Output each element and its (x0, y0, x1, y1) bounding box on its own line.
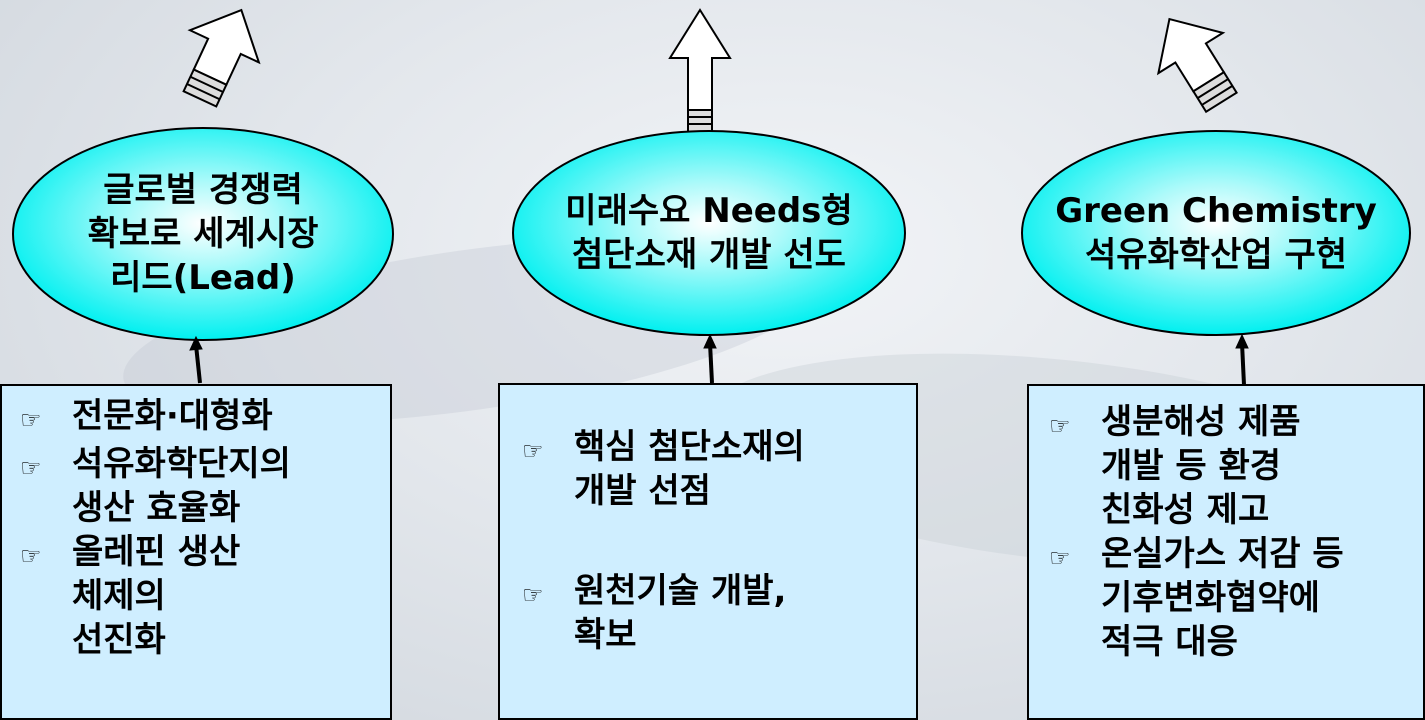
connector-arrow (1235, 333, 1249, 386)
list-item: ☞ 생분해성 제품 개발 등 환경 친화성 제고 (1049, 402, 1301, 530)
list-item: ☞ 핵심 첨단소재의 개발 선점 (522, 427, 805, 511)
goal-label: 미래수요 Needs형 첨단소재 개발 선도 (565, 191, 853, 275)
connector-arrow (703, 333, 717, 384)
goal-label: Green Chemistry 석유화학산업 구현 (1055, 191, 1377, 275)
goal-text: 미래수요 Needs형 첨단소재 개발 선도 (513, 131, 905, 335)
strategy-box: ☞ 핵심 첨단소재의 개발 선점 ☞ 원천기술 개발, 확보 (498, 383, 918, 720)
goal-label: 글로벌 경쟁력 확보로 세계시장 리드(Lead) (87, 170, 319, 298)
up-arrow (668, 8, 732, 133)
up-arrow (182, 8, 261, 108)
pointing-hand-icon: ☞ (20, 542, 42, 570)
goal-text: 글로벌 경쟁력 확보로 세계시장 리드(Lead) (13, 128, 393, 340)
list-item: ☞ 원천기술 개발, 확보 (522, 571, 787, 655)
list-item: ☞ 온실가스 저감 등 기후변화협약에 적극 대응 (1049, 534, 1344, 662)
list-item: ☞ 올레핀 생산 체제의 선진화 (20, 532, 241, 660)
strategy-box: ☞ 전문화·대형화 ☞ 석유화학단지의 생산 효율화 ☞ 올레핀 생산 체제의 … (0, 384, 392, 720)
pointing-hand-icon: ☞ (20, 454, 42, 482)
pointing-hand-icon: ☞ (20, 406, 42, 434)
pointing-hand-icon: ☞ (522, 437, 544, 465)
goal-ellipse (512, 130, 906, 336)
goal-ellipse (12, 127, 394, 341)
connector-arrow (189, 335, 203, 384)
goal-text: Green Chemistry 석유화학산업 구현 (1022, 131, 1410, 335)
list-item: ☞ 전문화·대형화 (20, 394, 390, 442)
pointing-hand-icon: ☞ (522, 581, 544, 609)
list-item: ☞ 석유화학단지의 생산 효율화 (20, 444, 291, 528)
pointing-hand-icon: ☞ (1049, 544, 1071, 572)
pointing-hand-icon: ☞ (1049, 412, 1071, 440)
strategy-box: ☞ 생분해성 제품 개발 등 환경 친화성 제고 ☞ 온실가스 저감 등 기후변… (1027, 384, 1425, 720)
goal-ellipse (1021, 130, 1411, 336)
up-arrow (1156, 17, 1239, 114)
